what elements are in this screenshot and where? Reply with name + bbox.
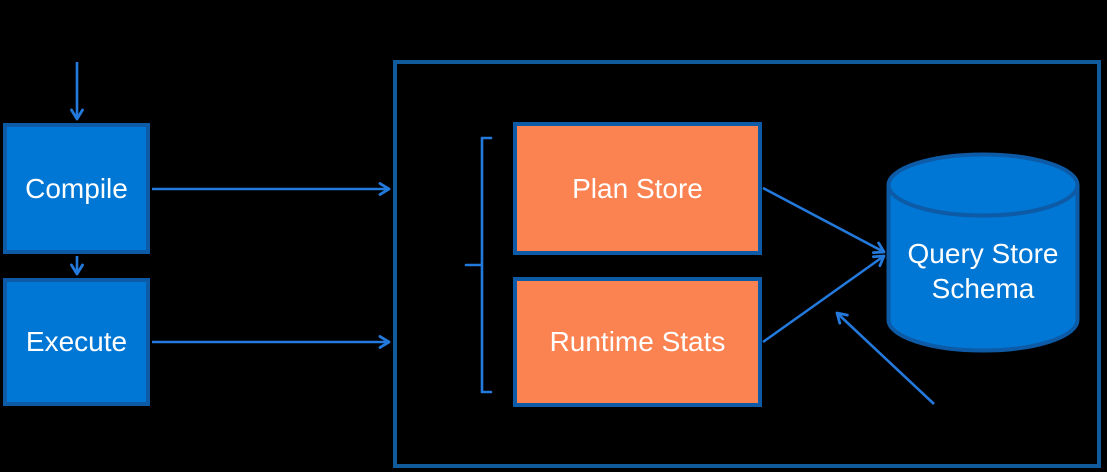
query-store-group-box bbox=[393, 60, 1101, 468]
execute-label: Execute bbox=[25, 326, 128, 357]
plan-store-box: Plan Store bbox=[513, 122, 762, 255]
database-cylinder-icon bbox=[886, 152, 1080, 353]
query-store-database-cylinder: Query Store Schema bbox=[886, 152, 1080, 354]
compile-label: Compile bbox=[25, 172, 128, 204]
compile-box: Compile bbox=[3, 123, 150, 254]
runtime-stats-label: Runtime Stats bbox=[549, 326, 726, 357]
plan-store-label: Plan Store bbox=[572, 172, 703, 204]
execute-box: Execute bbox=[3, 278, 150, 406]
query-store-schema-label: Query Store Schema bbox=[907, 238, 1059, 304]
runtime-stats-box: Runtime Stats bbox=[513, 277, 762, 407]
